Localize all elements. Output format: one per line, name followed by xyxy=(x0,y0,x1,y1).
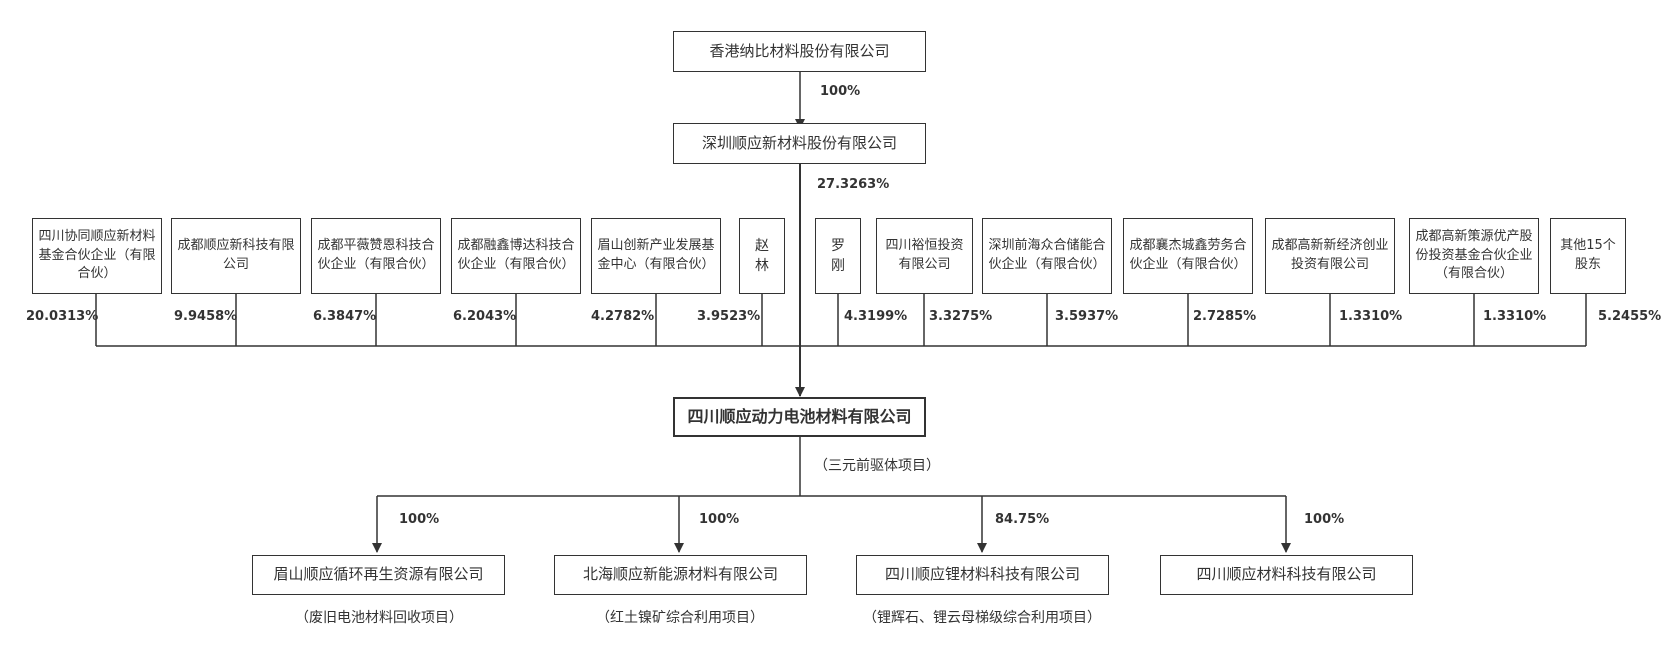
note-core-company: （三元前驱体项目） xyxy=(814,458,940,474)
pct-shareholder-6: 3.9523% xyxy=(697,309,761,324)
node-shareholder-9: 深圳前海众合储能合伙企业（有限合伙） xyxy=(982,218,1112,294)
node-shareholder-10: 成都襄杰城鑫劳务合伙企业（有限合伙） xyxy=(1123,218,1253,294)
node-subsidiary-4: 四川顺应材料科技有限公司 xyxy=(1160,555,1413,595)
pct-shareholder-1: 20.0313% xyxy=(26,309,99,324)
node-core-company: 四川顺应动力电池材料有限公司 xyxy=(673,397,926,437)
node-subsidiary-3: 四川顺应锂材料科技有限公司 xyxy=(856,555,1109,595)
node-shareholder-2: 成都顺应新科技有限公司 xyxy=(171,218,301,294)
node-top-parent: 香港纳比材料股份有限公司 xyxy=(673,31,926,72)
pct-shareholder-10: 2.7285% xyxy=(1193,309,1257,324)
pct-shareholder-4: 6.2043% xyxy=(453,309,517,324)
node-shareholder-12: 成都高新策源优产股份投资基金合伙企业（有限合伙） xyxy=(1409,218,1539,294)
node-subsidiary-1: 眉山顺应循环再生资源有限公司 xyxy=(252,555,505,595)
pct-shareholder-13: 5.2455% xyxy=(1598,309,1662,324)
pct-shareholder-5: 4.2782% xyxy=(591,309,655,324)
node-shareholder-13: 其他15个股东 xyxy=(1550,218,1626,294)
pct-shareholder-3: 6.3847% xyxy=(313,309,377,324)
node-shareholder-1: 四川协同顺应新材料基金合伙企业（有限合伙） xyxy=(32,218,162,294)
pct-shareholder-11: 1.3310% xyxy=(1339,309,1403,324)
note-subsidiary-3: （锂辉石、锂云母梯级综合利用项目） xyxy=(863,610,1101,626)
node-shareholder-8: 四川裕恒投资有限公司 xyxy=(876,218,973,294)
node-shareholder-3: 成都平薇赞恩科技合伙企业（有限合伙） xyxy=(311,218,441,294)
node-shareholder-11: 成都高新新经济创业投资有限公司 xyxy=(1265,218,1395,294)
pct-shareholder-2: 9.9458% xyxy=(174,309,238,324)
node-shareholder-4: 成都融鑫博达科技合伙企业（有限合伙） xyxy=(451,218,581,294)
pct-subsidiary-3: 84.75% xyxy=(995,512,1050,527)
node-parent: 深圳顺应新材料股份有限公司 xyxy=(673,123,926,164)
pct-shareholder-12: 1.3310% xyxy=(1483,309,1547,324)
pct-parent: 27.3263% xyxy=(817,177,890,192)
pct-subsidiary-2: 100% xyxy=(699,512,740,527)
pct-top-parent: 100% xyxy=(820,84,861,99)
note-subsidiary-1: （废旧电池材料回收项目） xyxy=(295,610,463,626)
node-shareholder-7: 罗刚 xyxy=(815,218,861,294)
node-shareholder-5: 眉山创新产业发展基金中心（有限合伙） xyxy=(591,218,721,294)
pct-shareholder-8: 3.3275% xyxy=(929,309,993,324)
note-subsidiary-2: （红土镍矿综合利用项目） xyxy=(596,610,764,626)
pct-shareholder-7: 4.3199% xyxy=(844,309,908,324)
pct-subsidiary-4: 100% xyxy=(1304,512,1345,527)
pct-subsidiary-1: 100% xyxy=(399,512,440,527)
node-subsidiary-2: 北海顺应新能源材料有限公司 xyxy=(554,555,807,595)
shareholder-6-label: 赵林 xyxy=(755,237,769,274)
node-shareholder-6: 赵林 xyxy=(739,218,785,294)
pct-shareholder-9: 3.5937% xyxy=(1055,309,1119,324)
shareholder-7-label: 罗刚 xyxy=(831,237,845,274)
